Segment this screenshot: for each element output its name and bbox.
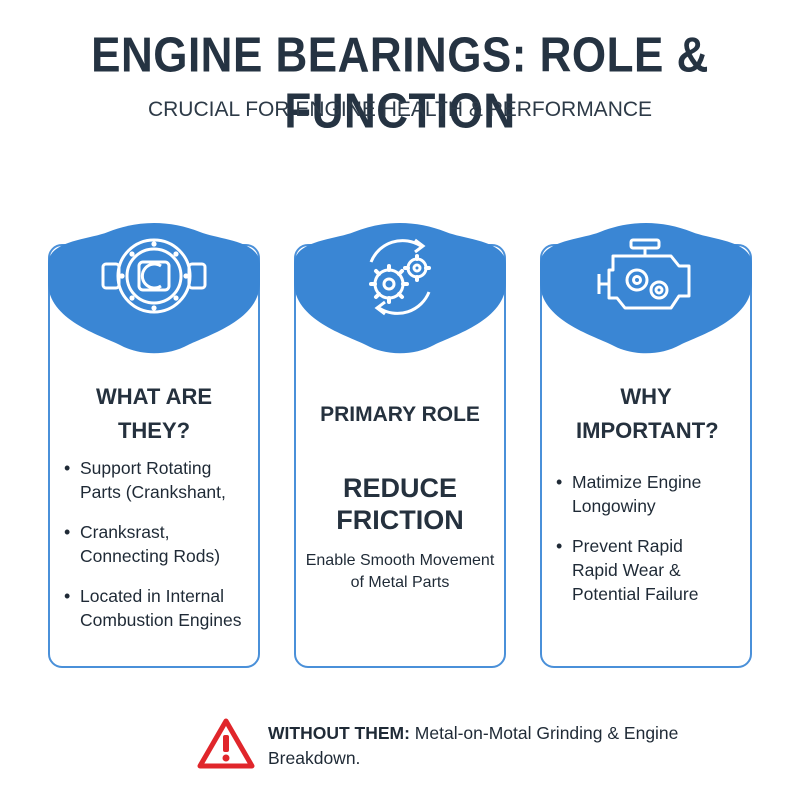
card-primary-role: PRIMARY ROLE REDUCE FRICTION Enable Smoo… bbox=[294, 210, 506, 668]
card-body: WHY IMPORTANT? Matimize Engine Longowiny… bbox=[550, 380, 742, 658]
engine-icon bbox=[591, 232, 701, 327]
bullet-item: Support Rotating Parts (Crankshant, bbox=[58, 456, 250, 504]
page-title: ENGINE BEARINGS: ROLE & FUNCTION bbox=[91, 28, 709, 139]
bullet-list: Support Rotating Parts (Crankshant, Cran… bbox=[58, 456, 250, 632]
card-heading: WHY IMPORTANT? bbox=[576, 384, 719, 443]
card-header-blob bbox=[294, 223, 506, 354]
warning-text: WITHOUT THEM: Metal-on-Motal Grinding & … bbox=[268, 721, 716, 771]
card-detail: Enable Smooth Movement of Metal Parts bbox=[305, 552, 495, 591]
card-body: PRIMARY ROLE REDUCE FRICTION Enable Smoo… bbox=[304, 380, 496, 658]
bullet-item: Cranksrast, Connecting Rods) bbox=[58, 520, 250, 568]
warning-label: WITHOUT THEM: bbox=[268, 723, 410, 743]
card-why-important: WHY IMPORTANT? Matimize Engine Longowiny… bbox=[540, 210, 752, 668]
warning-banner: WITHOUT THEM: Metal-on-Motal Grinding & … bbox=[196, 717, 716, 777]
card-heading: PRIMARY ROLE bbox=[320, 403, 480, 426]
warning-message: Metal-on-Motal Grinding & Engine Breakdo… bbox=[268, 723, 679, 768]
card-header-blob bbox=[540, 223, 752, 354]
card-emphasis: REDUCE FRICTION bbox=[336, 473, 464, 535]
bullet-item: Matimize Engine Longowiny bbox=[550, 470, 742, 518]
bullet-item: Prevent Rapid Rapid Wear & Potential Fai… bbox=[550, 534, 742, 606]
bearing-icon bbox=[99, 232, 209, 327]
bullet-list: Matimize Engine Longowiny Prevent Rapid … bbox=[550, 470, 742, 606]
page-subtitle: CRUCIAL FOR ENGINE HEALTH & PERFORMANCE bbox=[147, 98, 653, 121]
card-body: WHAT ARE THEY? Support Rotating Parts (C… bbox=[58, 380, 250, 658]
card-heading: WHAT ARE THEY? bbox=[95, 384, 213, 443]
warning-triangle-icon bbox=[196, 717, 256, 776]
gears-cycle-icon bbox=[345, 232, 455, 327]
card-what-are-they: WHAT ARE THEY? Support Rotating Parts (C… bbox=[48, 210, 260, 668]
bullet-item: Located in Internal Combustion Engines bbox=[58, 584, 250, 632]
